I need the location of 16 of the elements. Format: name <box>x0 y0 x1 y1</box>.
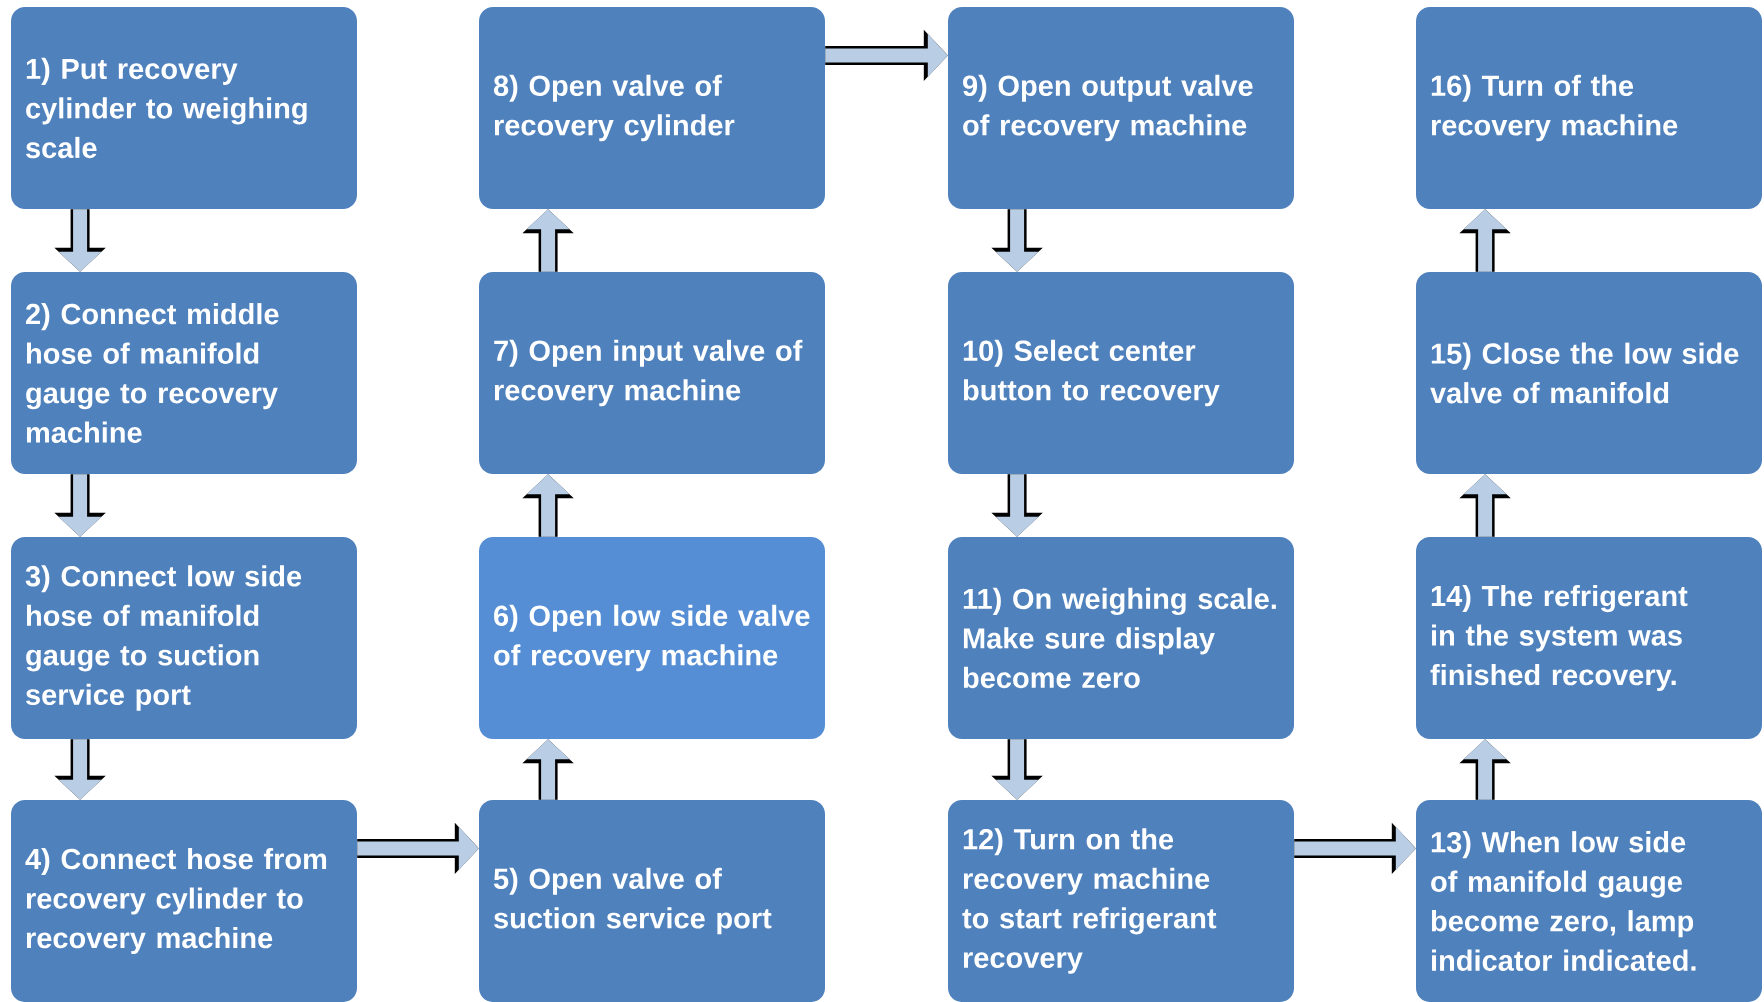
step-box: 5) Open valve of suction service port <box>479 800 825 1002</box>
step-box: 6) Open low side valve of recovery machine <box>479 537 825 739</box>
step-box: 10) Select center button to recovery <box>948 272 1294 474</box>
step-box: 9) Open output valve of recovery machine <box>948 7 1294 209</box>
step-box: 4) Connect hose from recovery cylinder to recovery machine <box>11 800 357 1002</box>
step-box: 16) Turn of the recovery machine <box>1416 7 1762 209</box>
step-box: 7) Open input valve of recovery machine <box>479 272 825 474</box>
step-box: 2) Connect middle hose of manifold gauge to recovery machine <box>11 272 357 474</box>
step-box: 8) Open valve of recovery cylinder <box>479 7 825 209</box>
step-box: 11) On weighing scale. Make sure display become zero <box>948 537 1294 739</box>
step-box: 13) When low side of manifold gauge become zero, lamp indicator indicated. <box>1416 800 1762 1002</box>
step-box: 15) Close the low side valve of manifold <box>1416 272 1762 474</box>
step-box: 14) The refrigerant in the system was finished recovery. <box>1416 537 1762 739</box>
step-box: 3) Connect low side hose of manifold gauge to suction service port <box>11 537 357 739</box>
step-box: 1) Put recovery cylinder to weighing scale <box>11 7 357 209</box>
step-box: 12) Turn on the recovery machine to start refrigerant recovery <box>948 800 1294 1002</box>
